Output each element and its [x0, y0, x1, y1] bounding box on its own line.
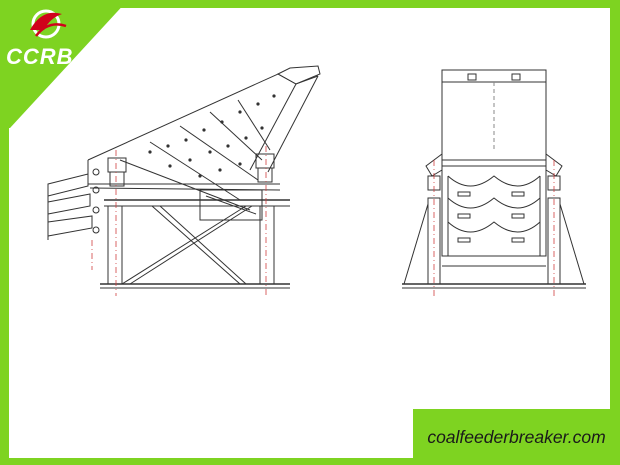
end-elevation-view [402, 69, 586, 289]
bolt-holes [148, 94, 276, 178]
logo-wordmark: CCRB [6, 44, 74, 69]
side-elevation-view [47, 65, 321, 289]
side-centerlines [91, 146, 267, 296]
website-label[interactable]: coalfeederbreaker.com [413, 409, 620, 465]
end-centerlines [433, 160, 555, 296]
logo-emblem-icon [30, 9, 67, 39]
